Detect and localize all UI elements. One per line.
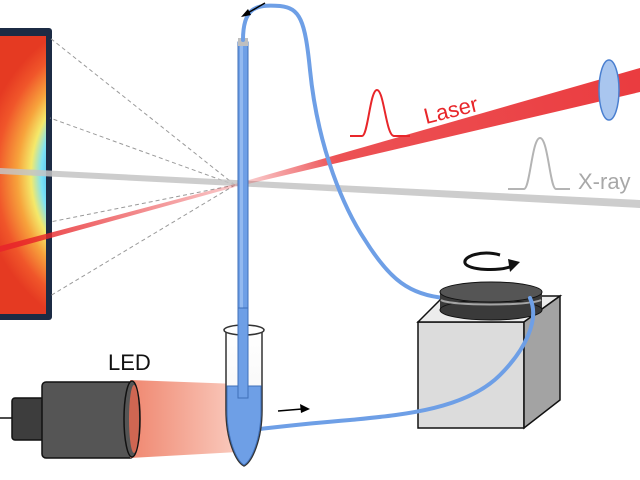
- led-label: LED: [108, 350, 151, 375]
- xray-label: X-ray: [578, 169, 631, 194]
- camera-body: [41, 381, 135, 459]
- rotation-arrow-icon: [463, 251, 520, 272]
- peristaltic-pump: [416, 281, 563, 430]
- flow-arrow-icon: [241, 2, 266, 17]
- focusing-lens: [598, 59, 620, 121]
- camera-back: [11, 397, 45, 441]
- laser-pulse-icon: [350, 88, 410, 137]
- led-camera: [0, 380, 238, 459]
- projection-lines: [49, 37, 236, 297]
- laser-beam-left: [0, 184, 235, 252]
- led-light-beam: [130, 380, 238, 458]
- nozzle: [237, 38, 249, 313]
- xray-pulse-icon: [508, 136, 570, 190]
- return-tubing: [241, 3, 447, 300]
- flow-arrow-icon: [277, 404, 310, 413]
- pump-rotor: [439, 281, 543, 321]
- xray-beam: [0, 168, 640, 208]
- sample-liquid: [226, 385, 262, 466]
- nozzle-inlet: [237, 307, 249, 399]
- laser-beam-right: [235, 68, 640, 187]
- supply-tubing: [248, 296, 536, 432]
